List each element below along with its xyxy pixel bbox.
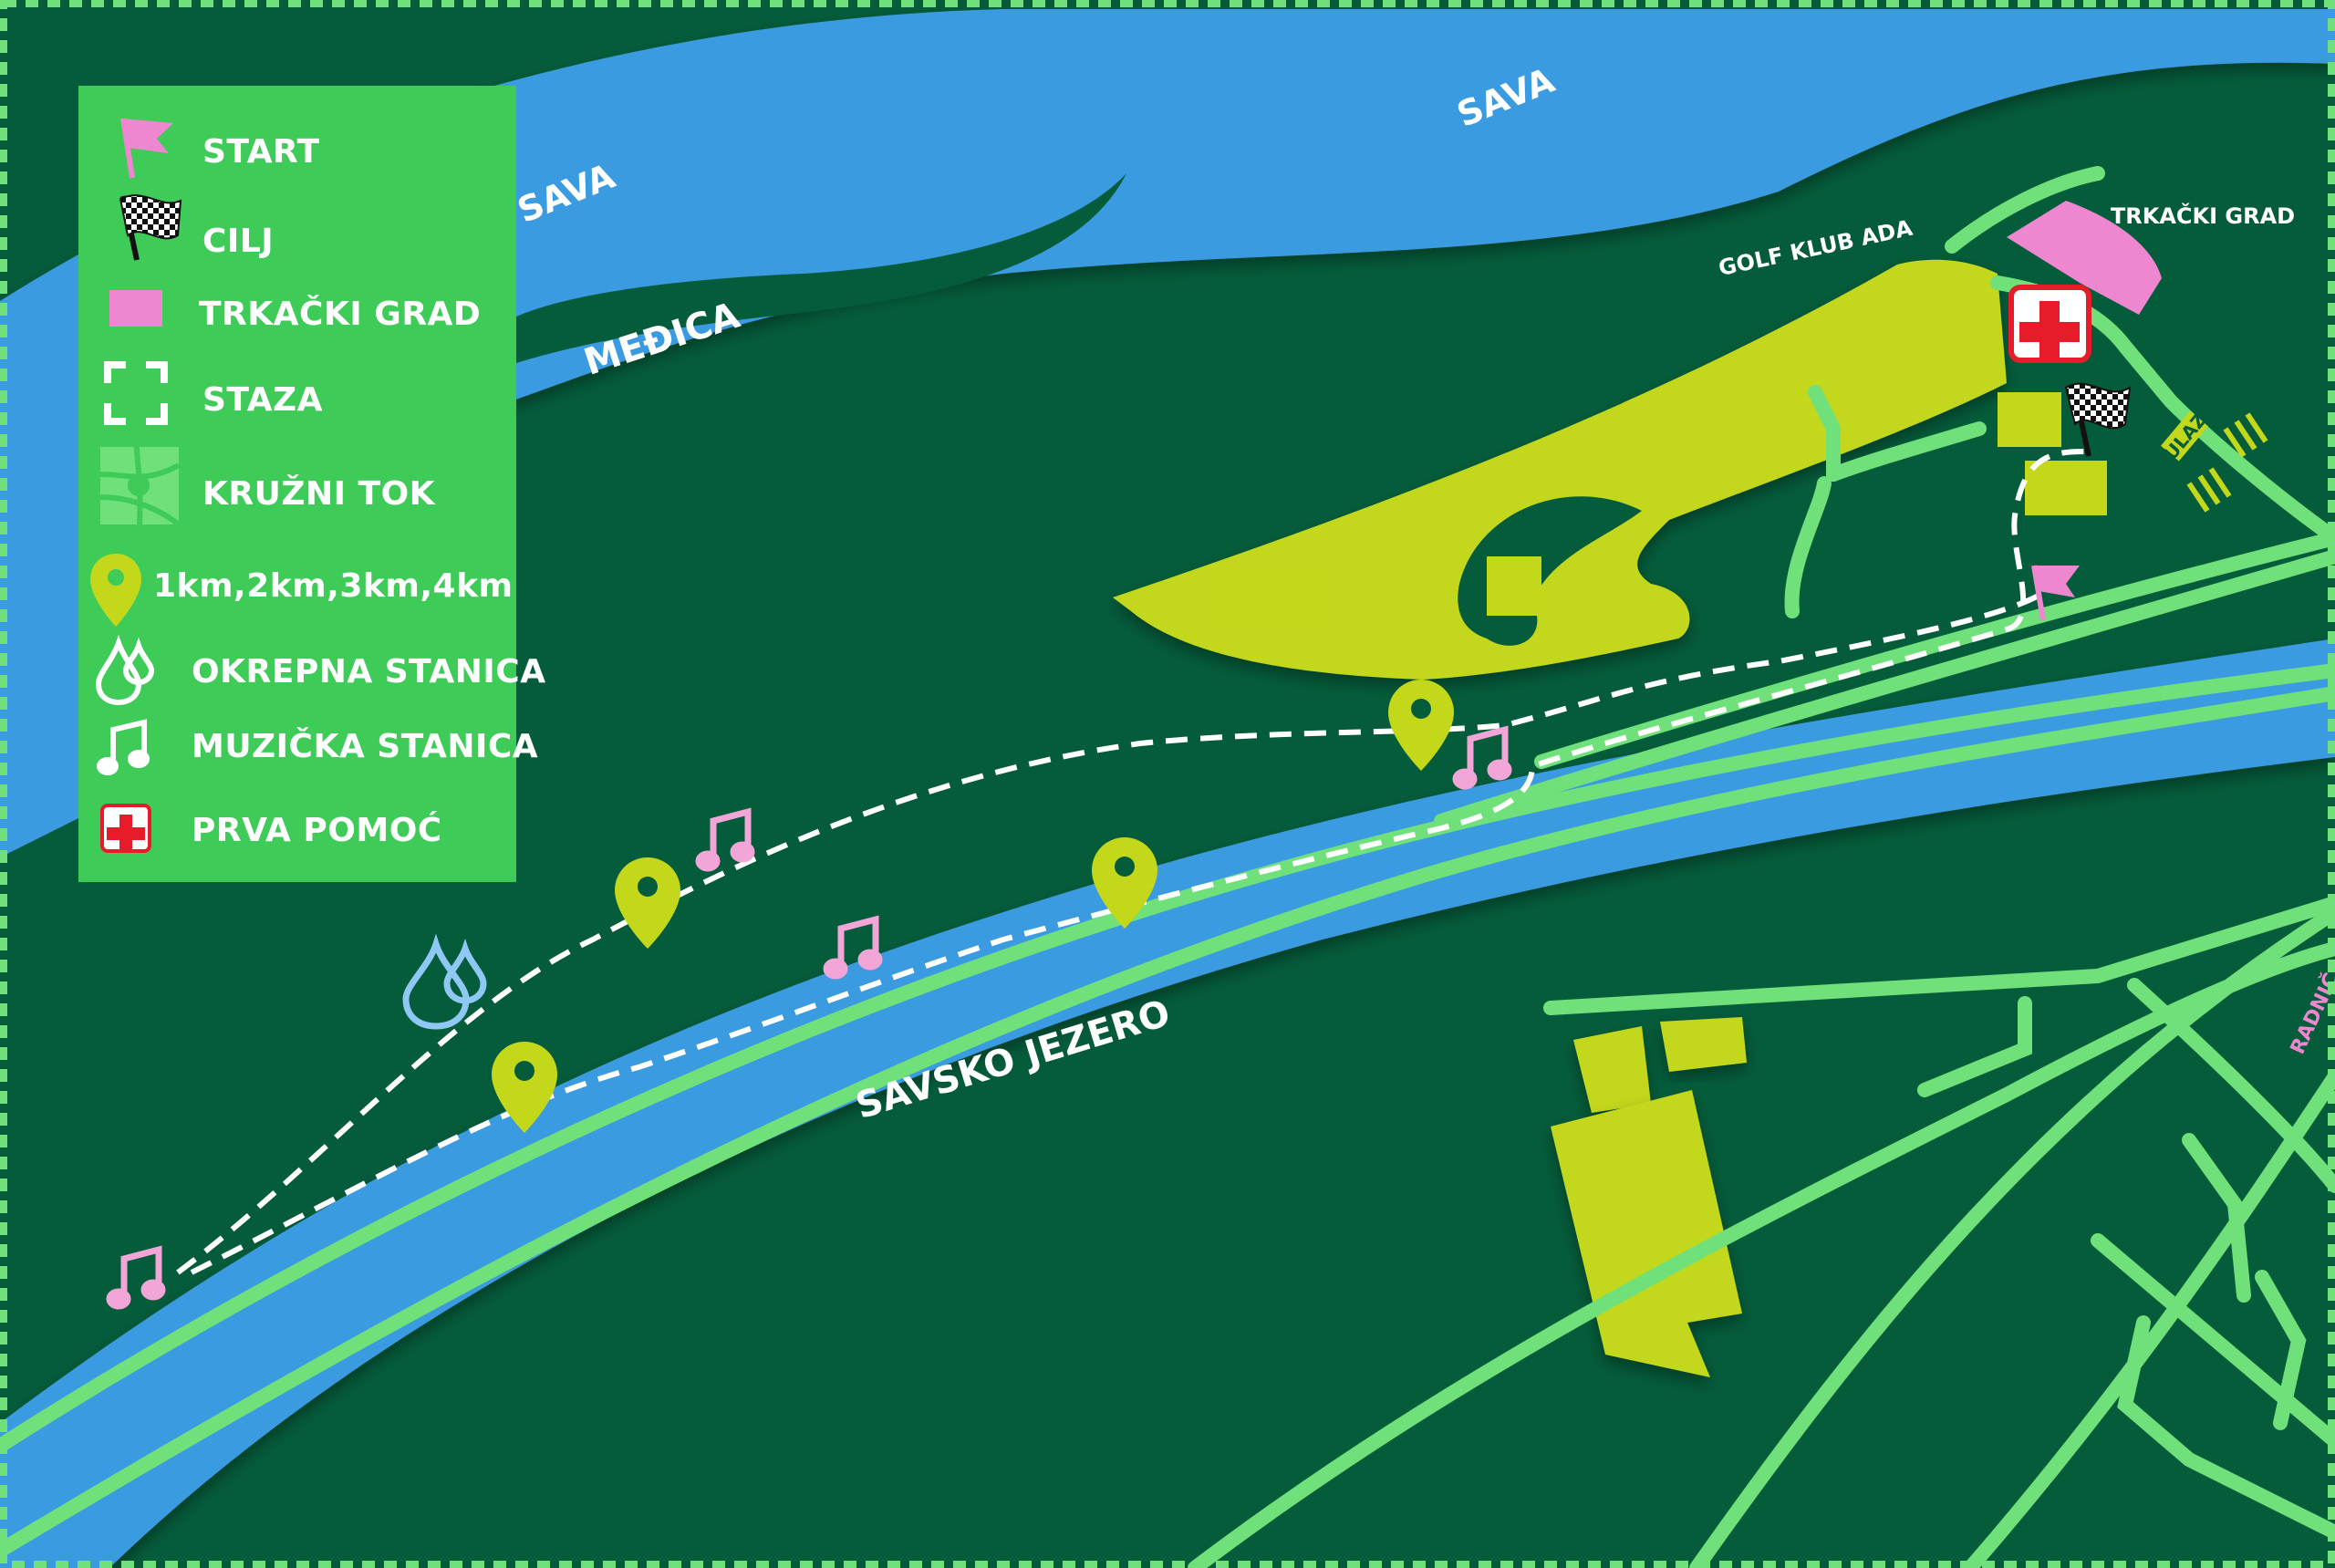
map-pin-icon[interactable] [492, 1042, 557, 1133]
legend-start-label: START [202, 133, 320, 171]
legend-km-markers-label: 1km,2km,3km,4km [153, 567, 514, 605]
medica-island [511, 173, 1126, 365]
legend-roundabout-label: KRUŽNI TOK [202, 474, 436, 513]
water-drops-icon[interactable] [402, 933, 487, 1030]
checkered-flag-icon [119, 194, 182, 261]
dashed-frame-icon [104, 361, 168, 425]
legend-route: STAZA [104, 361, 323, 425]
first-aid-cross-icon[interactable] [2008, 285, 2091, 363]
legend-race-city-label: TRKAČKI GRAD [199, 295, 481, 333]
legend-first-aid-label: PRVA POMOĆ [192, 811, 442, 849]
legend-panel: START CILJ TRKAČKI GRAD STAZA [78, 86, 546, 882]
pink-flag-icon [120, 118, 173, 179]
checkered-flag-icon[interactable] [2064, 382, 2132, 457]
music-note-icon[interactable] [1452, 725, 1512, 790]
south-block-1 [1573, 1026, 1651, 1113]
legend-race-city: TRKAČKI GRAD [109, 290, 481, 333]
legend-music-station: MUZIČKA STANICA [97, 719, 538, 775]
music-note-icon[interactable] [695, 807, 755, 872]
ada-park [1113, 259, 2007, 680]
map-pin-icon[interactable] [1092, 837, 1157, 929]
pink-flag-icon[interactable] [2031, 565, 2080, 621]
park-patch-2 [1487, 556, 1541, 616]
pink-rectangle-icon [109, 290, 162, 327]
legend-water-station: OKREPNA STANICA [95, 634, 546, 706]
road-network [0, 166, 2335, 1568]
music-note-icon[interactable] [823, 915, 883, 980]
roundabout-icon [99, 446, 181, 527]
legend-music-station-label: MUZIČKA STANICA [192, 727, 538, 765]
legend-route-label: STAZA [202, 381, 323, 419]
south-block-2 [1660, 1017, 1747, 1072]
legend-water-station-label: OKREPNA STANICA [192, 653, 546, 691]
first-aid-cross-icon [100, 804, 151, 853]
map-pin-icon[interactable] [615, 857, 680, 949]
music-note-icon [97, 719, 150, 775]
legend-roundabout: KRUŽNI TOK [99, 446, 436, 527]
park-patch-3 [1998, 392, 2061, 447]
race-route [176, 449, 2085, 1275]
music-note-icon[interactable] [106, 1245, 166, 1310]
legend-first-aid: PRVA POMOĆ [100, 804, 442, 853]
legend-km-markers: 1km,2km,3km,4km [90, 554, 514, 627]
trkacki-grad-area [2007, 201, 2162, 315]
map-pin-icon [90, 554, 141, 627]
park-patch-1 [1209, 568, 1327, 628]
legend-finish-label: CILJ [202, 223, 274, 260]
legend-start: START [120, 118, 320, 179]
park-patch-4 [2025, 461, 2107, 515]
water-drops-icon [95, 634, 155, 706]
map-pin-icon[interactable] [1388, 680, 1454, 771]
trkacki-grad-label: TRKAČKI GRAD [2111, 202, 2295, 229]
legend-finish: CILJ [119, 194, 274, 261]
